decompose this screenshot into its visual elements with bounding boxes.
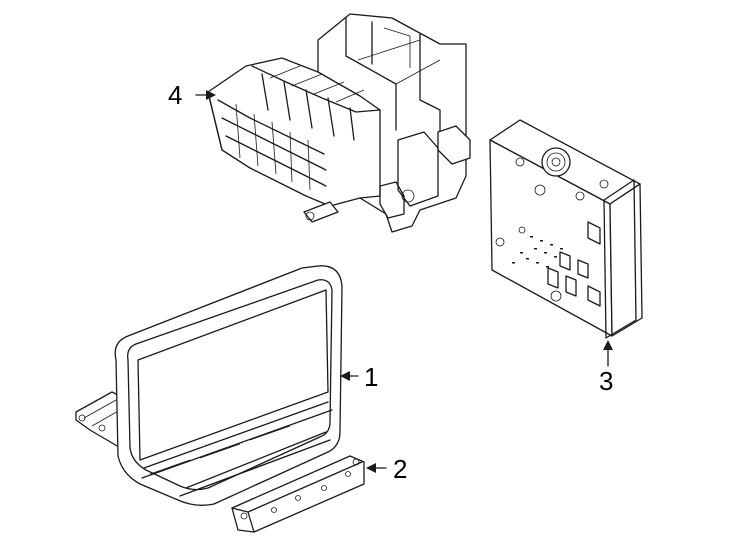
part-control-module <box>489 119 643 339</box>
callout-3: 3 <box>599 366 614 396</box>
callout-2: 2 <box>393 454 408 484</box>
leader-lines <box>195 90 613 473</box>
part-mounting-bracket <box>207 13 471 233</box>
part-display-unit <box>75 265 343 506</box>
part-trim-strip <box>231 455 365 533</box>
callout-1: 1 <box>364 362 379 392</box>
callout-4: 4 <box>168 80 183 110</box>
